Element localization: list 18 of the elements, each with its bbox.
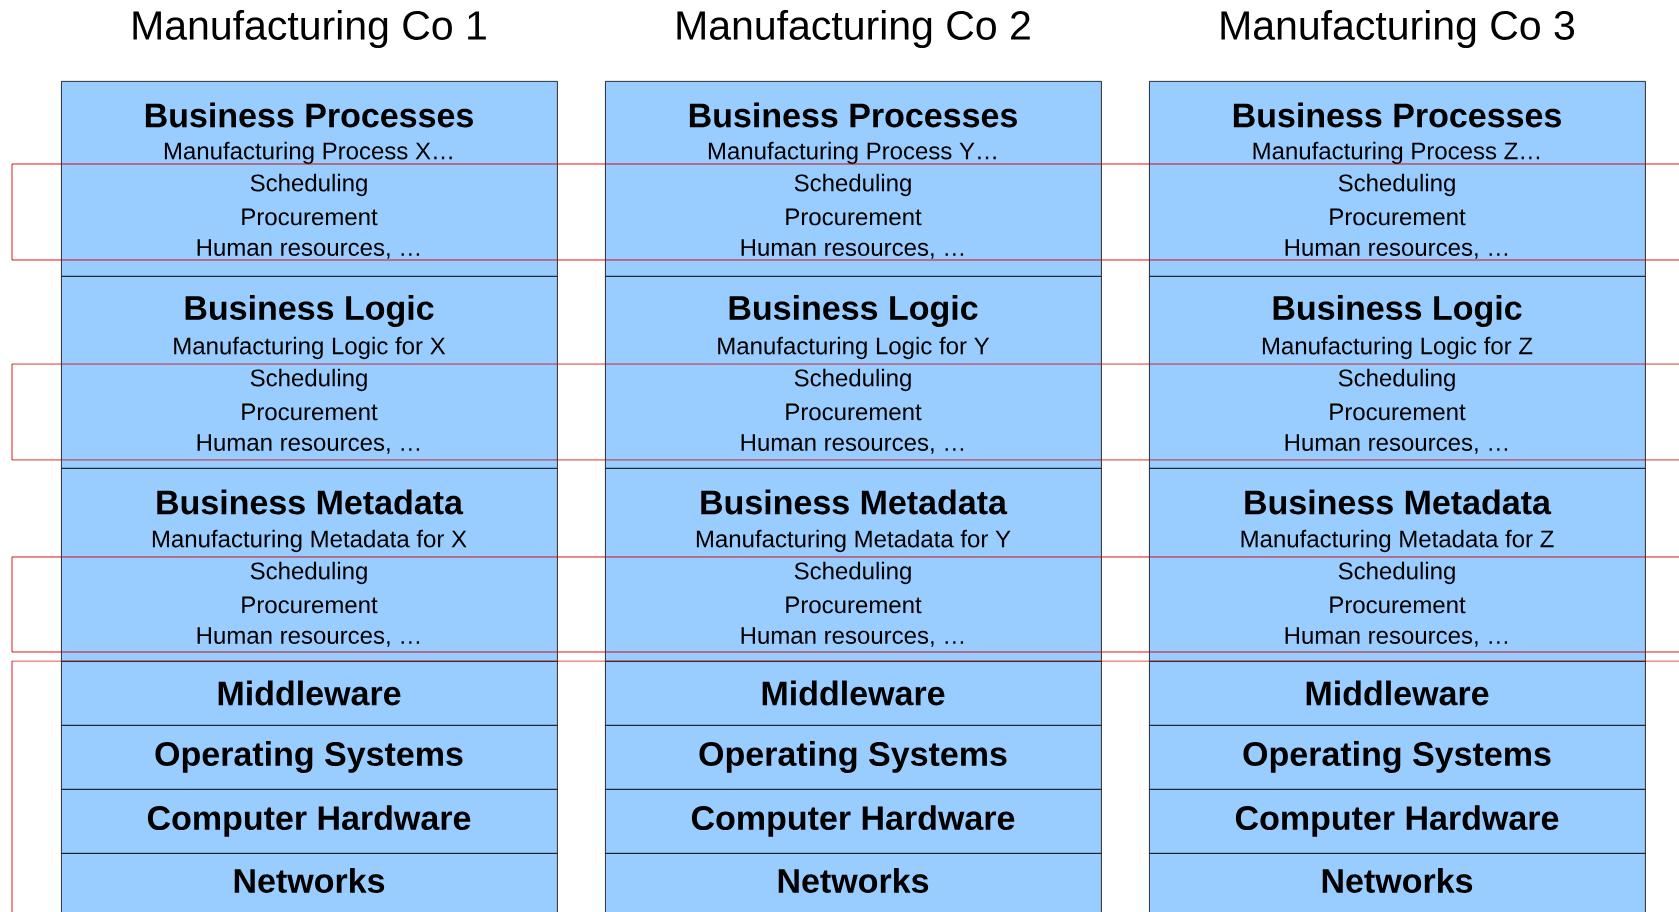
layer-box: Computer Hardware <box>1149 789 1646 854</box>
layer-box: Networks <box>605 853 1102 912</box>
layer-box: Operating Systems <box>605 725 1102 790</box>
layer-box: Business Processes Manufacturing Process Y… Scheduling Procurement Human resources, … <box>605 80 1102 277</box>
layer-box: Middleware <box>605 661 1102 726</box>
layer-box: Business Processes Manufacturing Process Z… Scheduling Procurement Human resources, … <box>1149 80 1646 277</box>
layer-box: Business Logic Manufacturing Logic for X Scheduling Procurement Human resources, … <box>61 276 558 469</box>
layer-box: Middleware <box>1149 661 1646 726</box>
layer-box: Computer Hardware <box>61 789 558 854</box>
layer-box: Business Logic Manufacturing Logic for Z Scheduling Procurement Human resources, … <box>1149 276 1646 469</box>
layer-box: Operating Systems <box>61 725 558 790</box>
layer-box: Operating Systems <box>1149 725 1646 790</box>
layer-box: Business Processes Manufacturing Process X… Scheduling Procurement Human resources, … <box>61 80 558 277</box>
layer-box: Networks <box>1149 853 1646 912</box>
layer-box: Networks <box>61 853 558 912</box>
layer-box: Computer Hardware <box>605 789 1102 854</box>
layer-box: Business Logic Manufacturing Logic for Y Scheduling Procurement Human resources, … <box>605 276 1102 469</box>
layer-box: Middleware <box>61 661 558 726</box>
